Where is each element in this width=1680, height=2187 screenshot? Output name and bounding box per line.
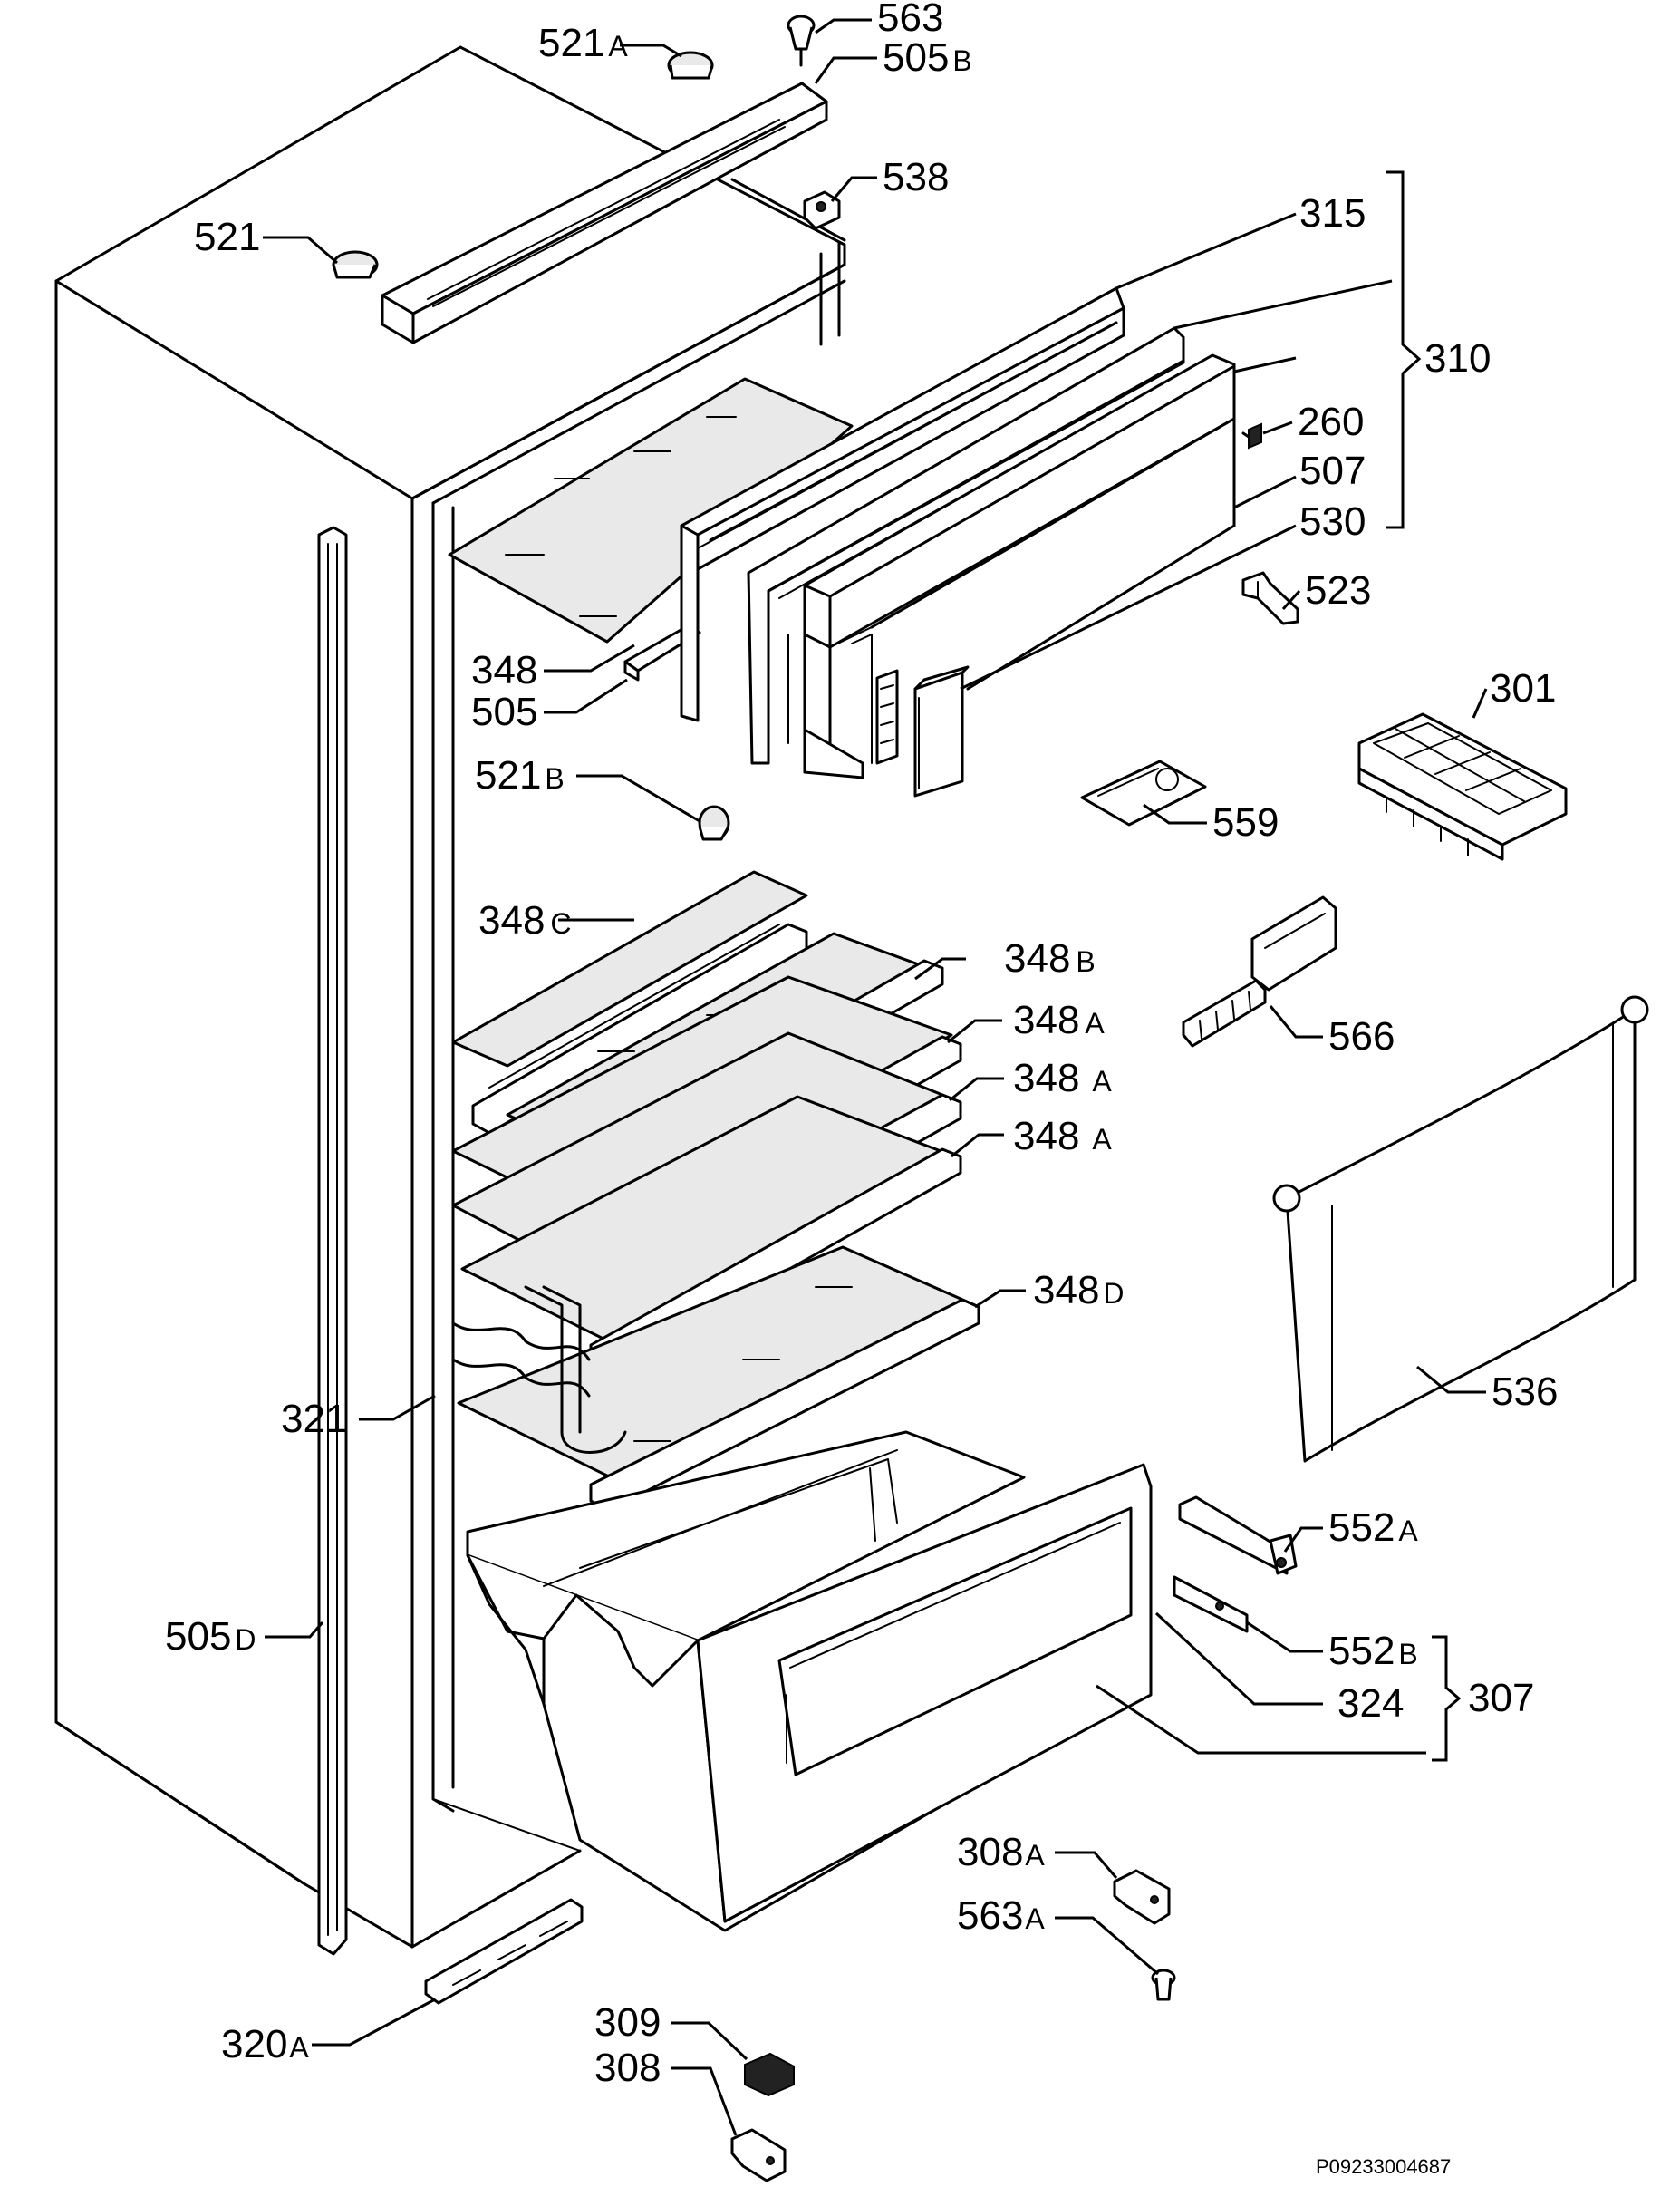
freezer-glass-shelf-348 <box>448 377 854 644</box>
label-321: 321 <box>281 1397 347 1441</box>
screw-563a <box>1151 1969 1176 2001</box>
label-507: 507 <box>1299 449 1366 493</box>
label-505: 505 <box>471 690 537 734</box>
label-563: 563 <box>877 0 943 40</box>
cabinet-body <box>54 45 846 1949</box>
drawer-front-324 <box>696 1463 1153 1923</box>
latch-523 <box>1241 571 1299 625</box>
label-309: 309 <box>594 2000 661 2045</box>
label-260: 260 <box>1298 400 1364 444</box>
block-309 <box>744 2052 795 2097</box>
label-310: 310 <box>1424 336 1491 381</box>
label-348: 348 <box>471 648 537 692</box>
cap-521b <box>698 805 730 841</box>
cap-521a <box>667 51 714 80</box>
group-bracket-310 <box>1386 170 1422 529</box>
label-521: 521 <box>194 215 260 259</box>
label-324: 324 <box>1337 1681 1404 1726</box>
leader-lines <box>263 18 1488 2136</box>
gasket-strip-505d <box>317 526 348 1956</box>
label-320a: 320A <box>221 2022 309 2066</box>
drawing-code: P09233004687 <box>1316 2155 1451 2178</box>
label-559: 559 <box>1212 800 1279 845</box>
door-frame-315 <box>680 286 1125 722</box>
ice-tray-301 <box>1357 712 1568 861</box>
label-563a: 563A <box>957 1893 1045 1938</box>
group-bracket-307 <box>1432 1635 1462 1762</box>
ice-shovel-566 <box>1182 895 1337 1048</box>
bottom-hinge-320a <box>424 1898 584 2005</box>
door-bin-536 <box>1272 995 1649 1463</box>
top-rail-505b <box>381 82 828 344</box>
label-566: 566 <box>1328 1014 1395 1059</box>
label-315: 315 <box>1299 191 1366 236</box>
label-307: 307 <box>1468 1676 1534 1720</box>
bracket-308 <box>730 2128 787 2182</box>
hinge-530 <box>875 669 899 765</box>
label-308a: 308A <box>957 1830 1045 1874</box>
label-523: 523 <box>1305 568 1371 613</box>
label-538: 538 <box>883 155 949 199</box>
label-536: 536 <box>1492 1369 1558 1414</box>
label-301: 301 <box>1490 666 1556 711</box>
pin-563 <box>787 15 816 67</box>
rail-552b <box>1173 1575 1249 1633</box>
door-end-cap <box>913 665 970 798</box>
bracket-308a <box>1113 1869 1171 1925</box>
cap-521 <box>332 250 379 279</box>
scraper-559 <box>1080 760 1207 827</box>
label-308: 308 <box>594 2046 661 2090</box>
shelf-348d <box>457 1245 980 1512</box>
rail-552a <box>1178 1495 1298 1575</box>
clip-260 <box>1241 422 1262 450</box>
label-530: 530 <box>1299 499 1366 544</box>
bracket-538 <box>803 190 841 230</box>
door-panel-507 <box>803 353 1236 779</box>
evaporator-coil <box>451 1285 627 1454</box>
